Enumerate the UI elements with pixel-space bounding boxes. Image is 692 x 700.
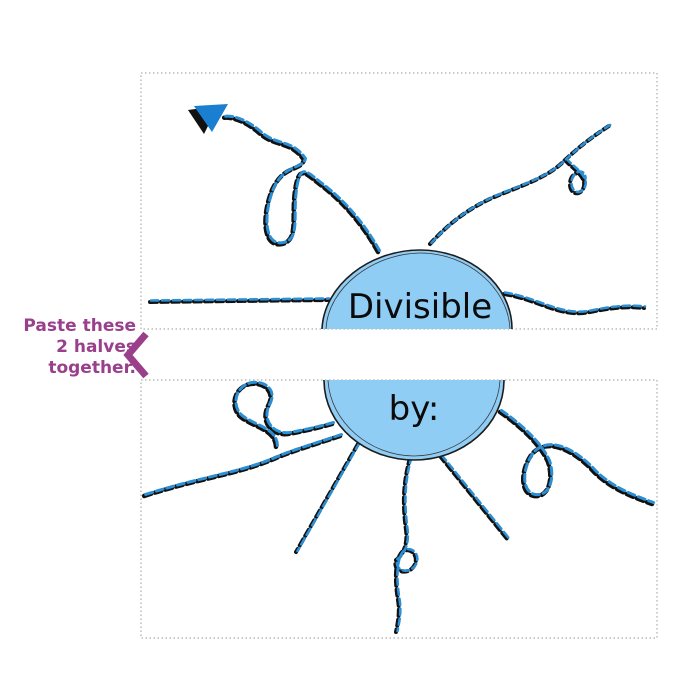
instruction-line-1: Paste these: [23, 316, 136, 336]
branch-upper-right-curl: [428, 121, 615, 246]
chevron-left-icon: [123, 331, 149, 379]
top-center-label: Divisible: [348, 287, 492, 327]
branch-lower-diagonal-right: [438, 453, 511, 542]
branch-lower-upper-left-loop: [232, 380, 335, 451]
instruction-line-2: 2 halves: [56, 337, 136, 357]
branch-lower-left-long: [141, 433, 343, 499]
top-branches: [148, 104, 647, 316]
top-center-bubble: [321, 249, 513, 330]
branch-lower-diagonal-left: [294, 441, 361, 554]
bottom-branches: [141, 380, 655, 634]
branch-left-straight: [148, 297, 331, 304]
bottom-center-label: by:: [389, 389, 440, 429]
arrowhead-icon: [188, 104, 228, 134]
instruction-line-3: together.: [48, 358, 136, 378]
branch-lower-center-loop: [393, 455, 419, 634]
bottom-half-cut-border: [140, 379, 658, 639]
branch-right-wave: [502, 291, 647, 316]
bottom-center-bubble: [323, 379, 505, 461]
paste-instruction: Paste these 2 halves together.: [4, 316, 136, 379]
top-half-cut-border: [140, 72, 658, 330]
branch-lower-right-loop: [497, 409, 655, 507]
branch-upper-left-loop: [219, 114, 381, 255]
